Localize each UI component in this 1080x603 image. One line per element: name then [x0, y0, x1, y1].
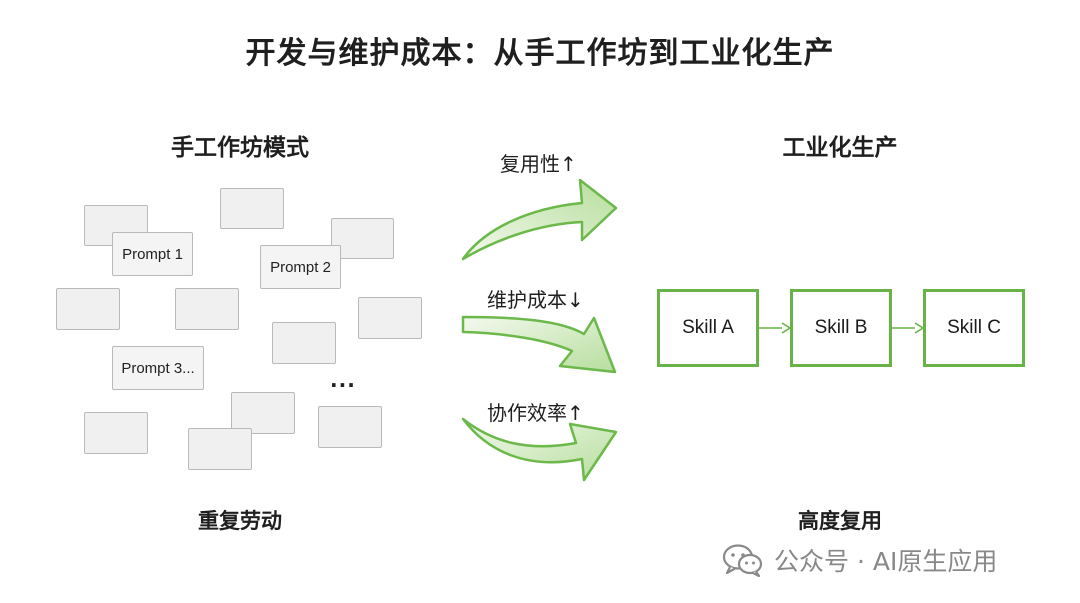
- prompt-card-3: Prompt 3...: [112, 346, 204, 390]
- skill-connector-head: [781, 322, 792, 334]
- blank-card: [84, 412, 148, 454]
- blank-card: [318, 406, 382, 448]
- collaboration-arrow: [461, 417, 618, 482]
- watermark-text: 公众号 · AI原生应用: [774, 547, 998, 576]
- right-heading: 工业化生产: [782, 135, 898, 161]
- blank-card: [331, 218, 394, 259]
- more-ellipsis: ...: [330, 368, 356, 392]
- blank-card: [272, 322, 336, 364]
- blank-card: [358, 297, 422, 339]
- right-caption: 高度复用: [798, 509, 882, 533]
- wechat-icon: [722, 544, 763, 577]
- blank-card: [188, 428, 252, 470]
- blank-card: [220, 188, 284, 229]
- blank-card: [56, 288, 120, 330]
- reuse-arrow: [461, 178, 618, 261]
- arrow-label-maintenance: 维护成本↓: [487, 288, 584, 312]
- arrow-label-reuse: 复用性↑: [500, 152, 577, 176]
- left-heading: 手工作坊模式: [171, 135, 309, 161]
- skill-box-b: Skill B: [790, 289, 892, 367]
- prompt-card-1: Prompt 1: [112, 232, 193, 276]
- skill-box-a: Skill A: [657, 289, 759, 367]
- maintenance-arrow: [461, 315, 617, 374]
- skill-box-c: Skill C: [923, 289, 1025, 367]
- blank-card: [231, 392, 295, 434]
- left-caption: 重复劳动: [198, 509, 282, 533]
- prompt-card-2: Prompt 2: [260, 245, 341, 289]
- arrow-label-collaboration: 协作效率↑: [487, 401, 584, 425]
- blank-card: [175, 288, 239, 330]
- page-title: 开发与维护成本：从手工作坊到工业化生产: [245, 36, 835, 71]
- skill-connector-head: [914, 322, 925, 334]
- watermark: 公众号 · AI原生应用: [722, 540, 997, 580]
